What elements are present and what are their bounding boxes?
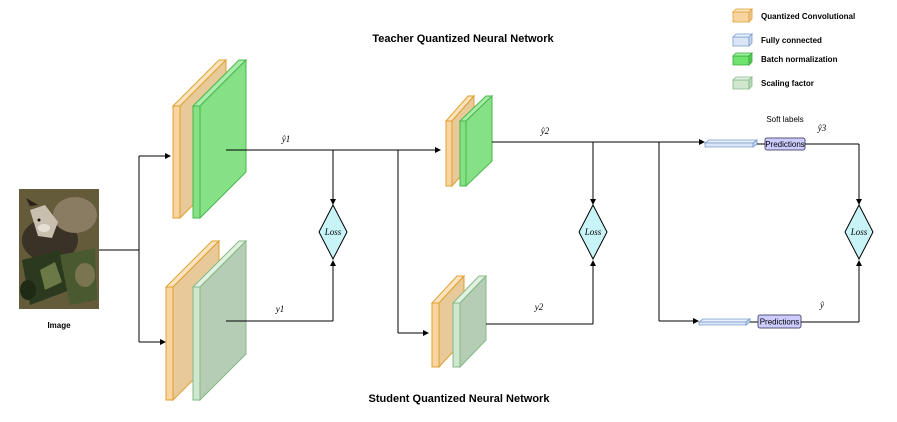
student-predictions-label: Predictions: [760, 318, 800, 327]
teacher-output-2-label: ŷ2: [540, 126, 550, 136]
final-connectors: [801, 143, 862, 323]
legend-item-batch-norm: Batch normalization: [732, 52, 838, 66]
loss-3: Loss: [844, 203, 874, 261]
student-path-1: y1: [226, 260, 336, 322]
student-output-label: ŷ: [819, 300, 824, 310]
loss-3-label: Loss: [850, 227, 868, 237]
student-predictions: Predictions: [757, 314, 802, 329]
student-block-2: [430, 274, 488, 369]
soft-labels-label: Soft labels: [766, 115, 803, 124]
input-image: Image: [19, 189, 99, 330]
teacher-path-2: ŷ2: [492, 126, 705, 324]
student-title: Student Quantized Neural Network: [369, 393, 551, 405]
input-connectors: [99, 153, 171, 345]
student-output-1-label: y1: [275, 304, 285, 314]
student-path-2: y2: [486, 260, 596, 325]
student-block-1: [164, 239, 248, 402]
student-fc: [697, 318, 752, 326]
legend-label-quantized-conv: Quantized Convolutional: [761, 12, 855, 21]
legend-item-fully-connected: Fully connected: [732, 33, 822, 47]
teacher-path-1: ŷ1: [226, 134, 441, 336]
teacher-fc: [703, 139, 759, 148]
loss-1-label: Loss: [324, 227, 342, 237]
teacher-title: Teacher Quantized Neural Network: [372, 33, 554, 45]
teacher-output-1-label: ŷ1: [281, 134, 291, 144]
student-output-2-label: y2: [534, 302, 544, 312]
teacher-block-1: [171, 58, 248, 220]
legend-label-batch-norm: Batch normalization: [761, 55, 838, 64]
teacher-output-3-label: ŷ3: [817, 123, 827, 133]
loss-2: Loss: [578, 203, 608, 261]
legend-item-quantized-conv: Quantized Convolutional: [732, 8, 855, 23]
teacher-predictions-label: Predictions: [765, 140, 805, 149]
legend-label-fully-connected: Fully connected: [761, 36, 822, 45]
loss-1: Loss: [318, 203, 348, 261]
legend: Quantized Convolutional Fully connected …: [732, 8, 855, 90]
input-image-label: Image: [47, 321, 71, 330]
legend-label-scaling-factor: Scaling factor: [761, 79, 814, 88]
teacher-predictions: Predictions: [764, 137, 806, 151]
loss-2-label: Loss: [584, 227, 602, 237]
teacher-block-2: [444, 94, 494, 188]
legend-item-scaling-factor: Scaling factor: [732, 76, 814, 90]
